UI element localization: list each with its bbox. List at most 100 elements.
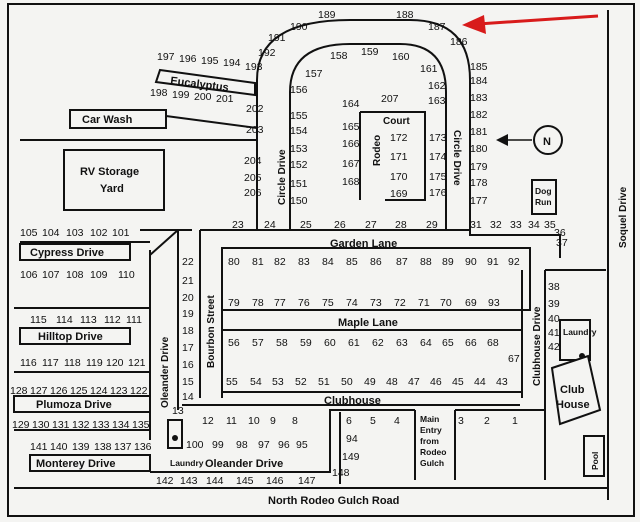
lot-155: 155 <box>290 110 308 122</box>
lot-138: 138 <box>94 441 112 453</box>
lot-168: 168 <box>342 176 360 188</box>
lot-55: 55 <box>226 376 238 388</box>
lot-6: 6 <box>346 415 352 427</box>
lot-104: 104 <box>42 227 60 239</box>
club-house-label: Club <box>560 384 585 396</box>
lot-182: 182 <box>470 109 488 121</box>
lot-97: 97 <box>258 439 270 451</box>
lot-3: 3 <box>458 415 464 427</box>
lot-110: 110 <box>118 269 135 281</box>
lot-72: 72 <box>394 297 406 309</box>
lot-175: 175 <box>429 171 447 183</box>
lot-203: 203 <box>246 124 264 136</box>
main-entry-label: Main Entry from Rodeo Gulch <box>420 414 446 468</box>
lot-75: 75 <box>322 297 334 309</box>
lot-139: 139 <box>72 441 90 453</box>
lot-89: 89 <box>442 256 454 268</box>
lot-115: 115 <box>30 314 47 326</box>
lot-78: 78 <box>252 297 264 309</box>
lot-45: 45 <box>452 376 464 388</box>
svg-text:Entry: Entry <box>420 425 442 435</box>
lot-177: 177 <box>470 195 488 207</box>
lot-56: 56 <box>228 337 240 349</box>
lot-134: 134 <box>112 419 130 431</box>
lot-178: 178 <box>470 177 488 189</box>
lot-198: 198 <box>150 87 168 99</box>
rodeo-court-side-label: Rodeo <box>372 135 383 166</box>
lot-187: 187 <box>428 21 446 33</box>
lot-49: 49 <box>364 376 376 388</box>
hilltop-drive-label: Hilltop Drive <box>38 331 103 343</box>
lot-112: 112 <box>104 314 121 326</box>
lot-32: 32 <box>490 219 502 231</box>
lot-14: 14 <box>182 391 194 403</box>
lot-99: 99 <box>212 439 224 451</box>
circle-drive-inner <box>289 43 447 230</box>
lot-136: 136 <box>134 441 152 453</box>
lot-61: 61 <box>348 337 360 349</box>
lot-4: 4 <box>394 415 400 427</box>
maple-lane-label: Maple Lane <box>338 317 398 329</box>
lot-174: 174 <box>429 151 447 163</box>
lot-123: 123 <box>110 385 128 397</box>
lot-16: 16 <box>182 359 194 371</box>
lot-194: 194 <box>223 57 241 69</box>
lot-83: 83 <box>298 256 310 268</box>
soquel-drive-label: Soquel Drive <box>618 186 629 248</box>
lot-170: 170 <box>390 171 408 183</box>
lot-25: 25 <box>300 219 312 231</box>
lot-148: 148 <box>332 467 350 479</box>
dog-run-box <box>531 179 557 215</box>
lot-43: 43 <box>496 376 508 388</box>
lot-173: 173 <box>429 132 447 144</box>
lot-79: 79 <box>228 297 240 309</box>
lot-107: 107 <box>42 269 60 281</box>
lot-184: 184 <box>470 75 488 87</box>
lot-143: 143 <box>180 475 198 487</box>
monterey-drive-box <box>29 454 151 472</box>
circle-drive-outer <box>256 19 471 235</box>
laundry-right-label: Laundry <box>563 327 597 337</box>
club-house-label-2: House <box>556 399 590 411</box>
lot-62: 62 <box>372 337 384 349</box>
lot-93: 93 <box>488 297 500 309</box>
lot-164: 164 <box>342 98 360 110</box>
lot-64: 64 <box>420 337 432 349</box>
lot-37: 37 <box>556 237 568 249</box>
lot-125: 125 <box>70 385 88 397</box>
lot-117: 117 <box>42 357 59 369</box>
lot-111: 111 <box>126 314 142 326</box>
lot-133: 133 <box>92 419 110 431</box>
lot-8: 8 <box>292 415 298 427</box>
lot-159: 159 <box>361 46 379 58</box>
lot-114: 114 <box>56 314 73 326</box>
lot-35: 35 <box>544 219 556 231</box>
lot-2: 2 <box>484 415 490 427</box>
oleander-drive-vertical-label: Oleander Drive <box>160 336 171 408</box>
lot-91: 91 <box>487 256 499 268</box>
lot-186: 186 <box>450 36 468 48</box>
eucalyptus-strip <box>154 68 256 97</box>
lot-108: 108 <box>66 269 84 281</box>
lot-68: 68 <box>487 337 499 349</box>
lot-42: 42 <box>548 341 560 353</box>
lot-121: 121 <box>128 357 146 369</box>
lot-145: 145 <box>236 475 254 487</box>
laundry-left-box <box>167 419 183 449</box>
lot-69: 69 <box>465 297 477 309</box>
lot-31: 31 <box>470 219 482 231</box>
lot-147: 147 <box>298 475 316 487</box>
lot-80: 80 <box>228 256 240 268</box>
lot-206: 206 <box>244 187 262 199</box>
lot-50: 50 <box>341 376 353 388</box>
lot-39: 39 <box>548 298 560 310</box>
lot-90: 90 <box>465 256 477 268</box>
lot-102: 102 <box>90 227 108 239</box>
lot-126: 126 <box>50 385 68 397</box>
lot-24: 24 <box>264 219 276 231</box>
lot-81: 81 <box>252 256 264 268</box>
lot-88: 88 <box>420 256 432 268</box>
lot-67: 67 <box>508 353 520 365</box>
lot-130: 130 <box>32 419 50 431</box>
